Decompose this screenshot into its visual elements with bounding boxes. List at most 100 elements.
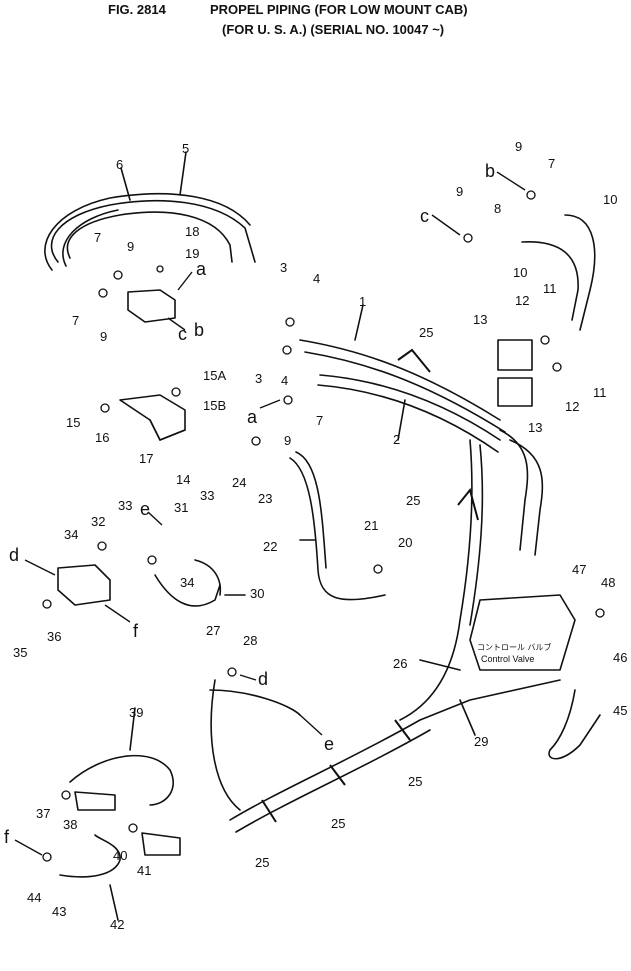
o-ring-41 — [128, 823, 138, 833]
part-label-11b: 11 — [593, 385, 607, 400]
hose-30-path — [154, 574, 221, 607]
part-label-12b: 12 — [565, 399, 579, 414]
washer-15b — [171, 387, 181, 397]
part-label-23: 23 — [258, 491, 272, 506]
pipe-right-bend-b — [509, 439, 544, 556]
part-label-25c: 25 — [408, 774, 422, 789]
part-label-9d: 9 — [456, 184, 463, 199]
arrow-d-left — [24, 559, 56, 576]
part-label-36: 36 — [47, 629, 61, 644]
hose-6-outer — [62, 209, 119, 267]
letter-c-left: c — [178, 324, 187, 344]
letter-f-left: f — [133, 621, 139, 641]
leader-2 — [397, 399, 406, 441]
part-label-43: 43 — [52, 904, 66, 919]
part-label-20: 20 — [398, 535, 412, 550]
hose-30-end — [194, 559, 222, 596]
part-label-46: 46 — [613, 650, 627, 665]
o-ring-9e — [463, 233, 473, 243]
hose-5-path — [50, 199, 256, 263]
part-label-1: 1 — [359, 294, 366, 309]
o-ring-9d — [526, 190, 536, 200]
letter-b-left: b — [194, 320, 204, 340]
arrow-f-lower — [14, 839, 43, 856]
part-label-31: 31 — [174, 500, 188, 515]
part-label-30: 30 — [250, 586, 264, 601]
part-label-8: 8 — [494, 201, 501, 216]
figure-number: FIG. 2814 — [108, 2, 166, 17]
part-label-14: 14 — [176, 472, 190, 487]
part-label-28: 28 — [243, 633, 257, 648]
o-ring-4b — [282, 345, 292, 355]
part-label-4a: 4 — [313, 271, 320, 286]
part-label-2: 2 — [393, 432, 400, 447]
part-label-17: 17 — [139, 451, 153, 466]
hose-10-outer — [564, 214, 596, 331]
pipe-26-path — [399, 439, 473, 721]
figure-header: FIG. 2814 PROPEL PIPING (FOR LOW MOUNT C… — [0, 0, 631, 44]
arrow-a-left — [177, 271, 193, 291]
clamp-25b — [457, 487, 479, 521]
clamp-25a — [397, 348, 431, 373]
pipe-1-path-b — [304, 351, 506, 433]
letter-a-left: a — [196, 259, 207, 279]
bracket-14 — [149, 419, 186, 441]
manifold-block-bottom-left — [57, 564, 111, 606]
part-label-33a: 33 — [118, 498, 132, 513]
hose-42-path — [59, 834, 121, 878]
leader-1 — [354, 304, 364, 341]
letter-a-mid: a — [247, 407, 258, 427]
hose-5-outer — [44, 192, 251, 271]
hose-10-inner — [521, 241, 579, 321]
part-label-39: 39 — [129, 705, 143, 720]
pipe-26-path-b — [469, 444, 484, 626]
part-label-7a: 7 — [94, 230, 101, 245]
o-ring-12a — [540, 335, 550, 345]
washer-36 — [42, 599, 52, 609]
leader-5 — [179, 151, 187, 196]
part-label-9a: 9 — [127, 239, 134, 254]
part-label-22: 22 — [263, 539, 277, 554]
letter-c-top: c — [420, 206, 429, 226]
part-label-32: 32 — [91, 514, 105, 529]
leader-26 — [419, 659, 461, 671]
o-ring-9c — [283, 395, 293, 405]
pipe-2-path — [319, 374, 501, 441]
part-label-33b: 33 — [200, 488, 214, 503]
part-label-18: 18 — [185, 224, 199, 239]
part-label-15A: 15A — [203, 368, 226, 383]
part-label-47: 47 — [572, 562, 586, 577]
part-label-10a: 10 — [603, 192, 617, 207]
part-label-27: 27 — [206, 623, 220, 638]
pipe-2-path-b — [317, 384, 499, 453]
washer-16 — [100, 403, 110, 413]
part-label-25b: 25 — [406, 493, 420, 508]
part-label-24: 24 — [232, 475, 246, 490]
o-ring-44 — [42, 852, 52, 862]
letter-b-top: b — [485, 161, 495, 181]
hose-27-upper — [209, 689, 301, 716]
hose-39-path — [69, 754, 175, 806]
clamp-25c — [394, 719, 411, 741]
letter-e-mid: e — [140, 499, 150, 519]
part-label-29: 29 — [474, 734, 488, 749]
part-label-7c: 7 — [548, 156, 555, 171]
part-label-15: 15 — [66, 415, 80, 430]
part-label-26: 26 — [393, 656, 407, 671]
o-ring-24 — [251, 436, 261, 446]
block-41 — [141, 832, 181, 856]
arrow-d-lower — [239, 674, 257, 681]
part-label-19: 19 — [185, 246, 199, 261]
part-label-25e: 25 — [255, 855, 269, 870]
leader-29 — [459, 699, 476, 736]
part-label-11a: 11 — [543, 281, 557, 296]
part-label-37: 37 — [36, 806, 50, 821]
part-label-21: 21 — [364, 518, 378, 533]
washer-19 — [156, 265, 164, 273]
pipe-bottom-b — [235, 729, 431, 833]
letter-e-lower: e — [324, 734, 334, 754]
part-label-40: 40 — [113, 848, 127, 863]
o-ring-28 — [227, 667, 237, 677]
hose-27-path — [210, 679, 241, 811]
